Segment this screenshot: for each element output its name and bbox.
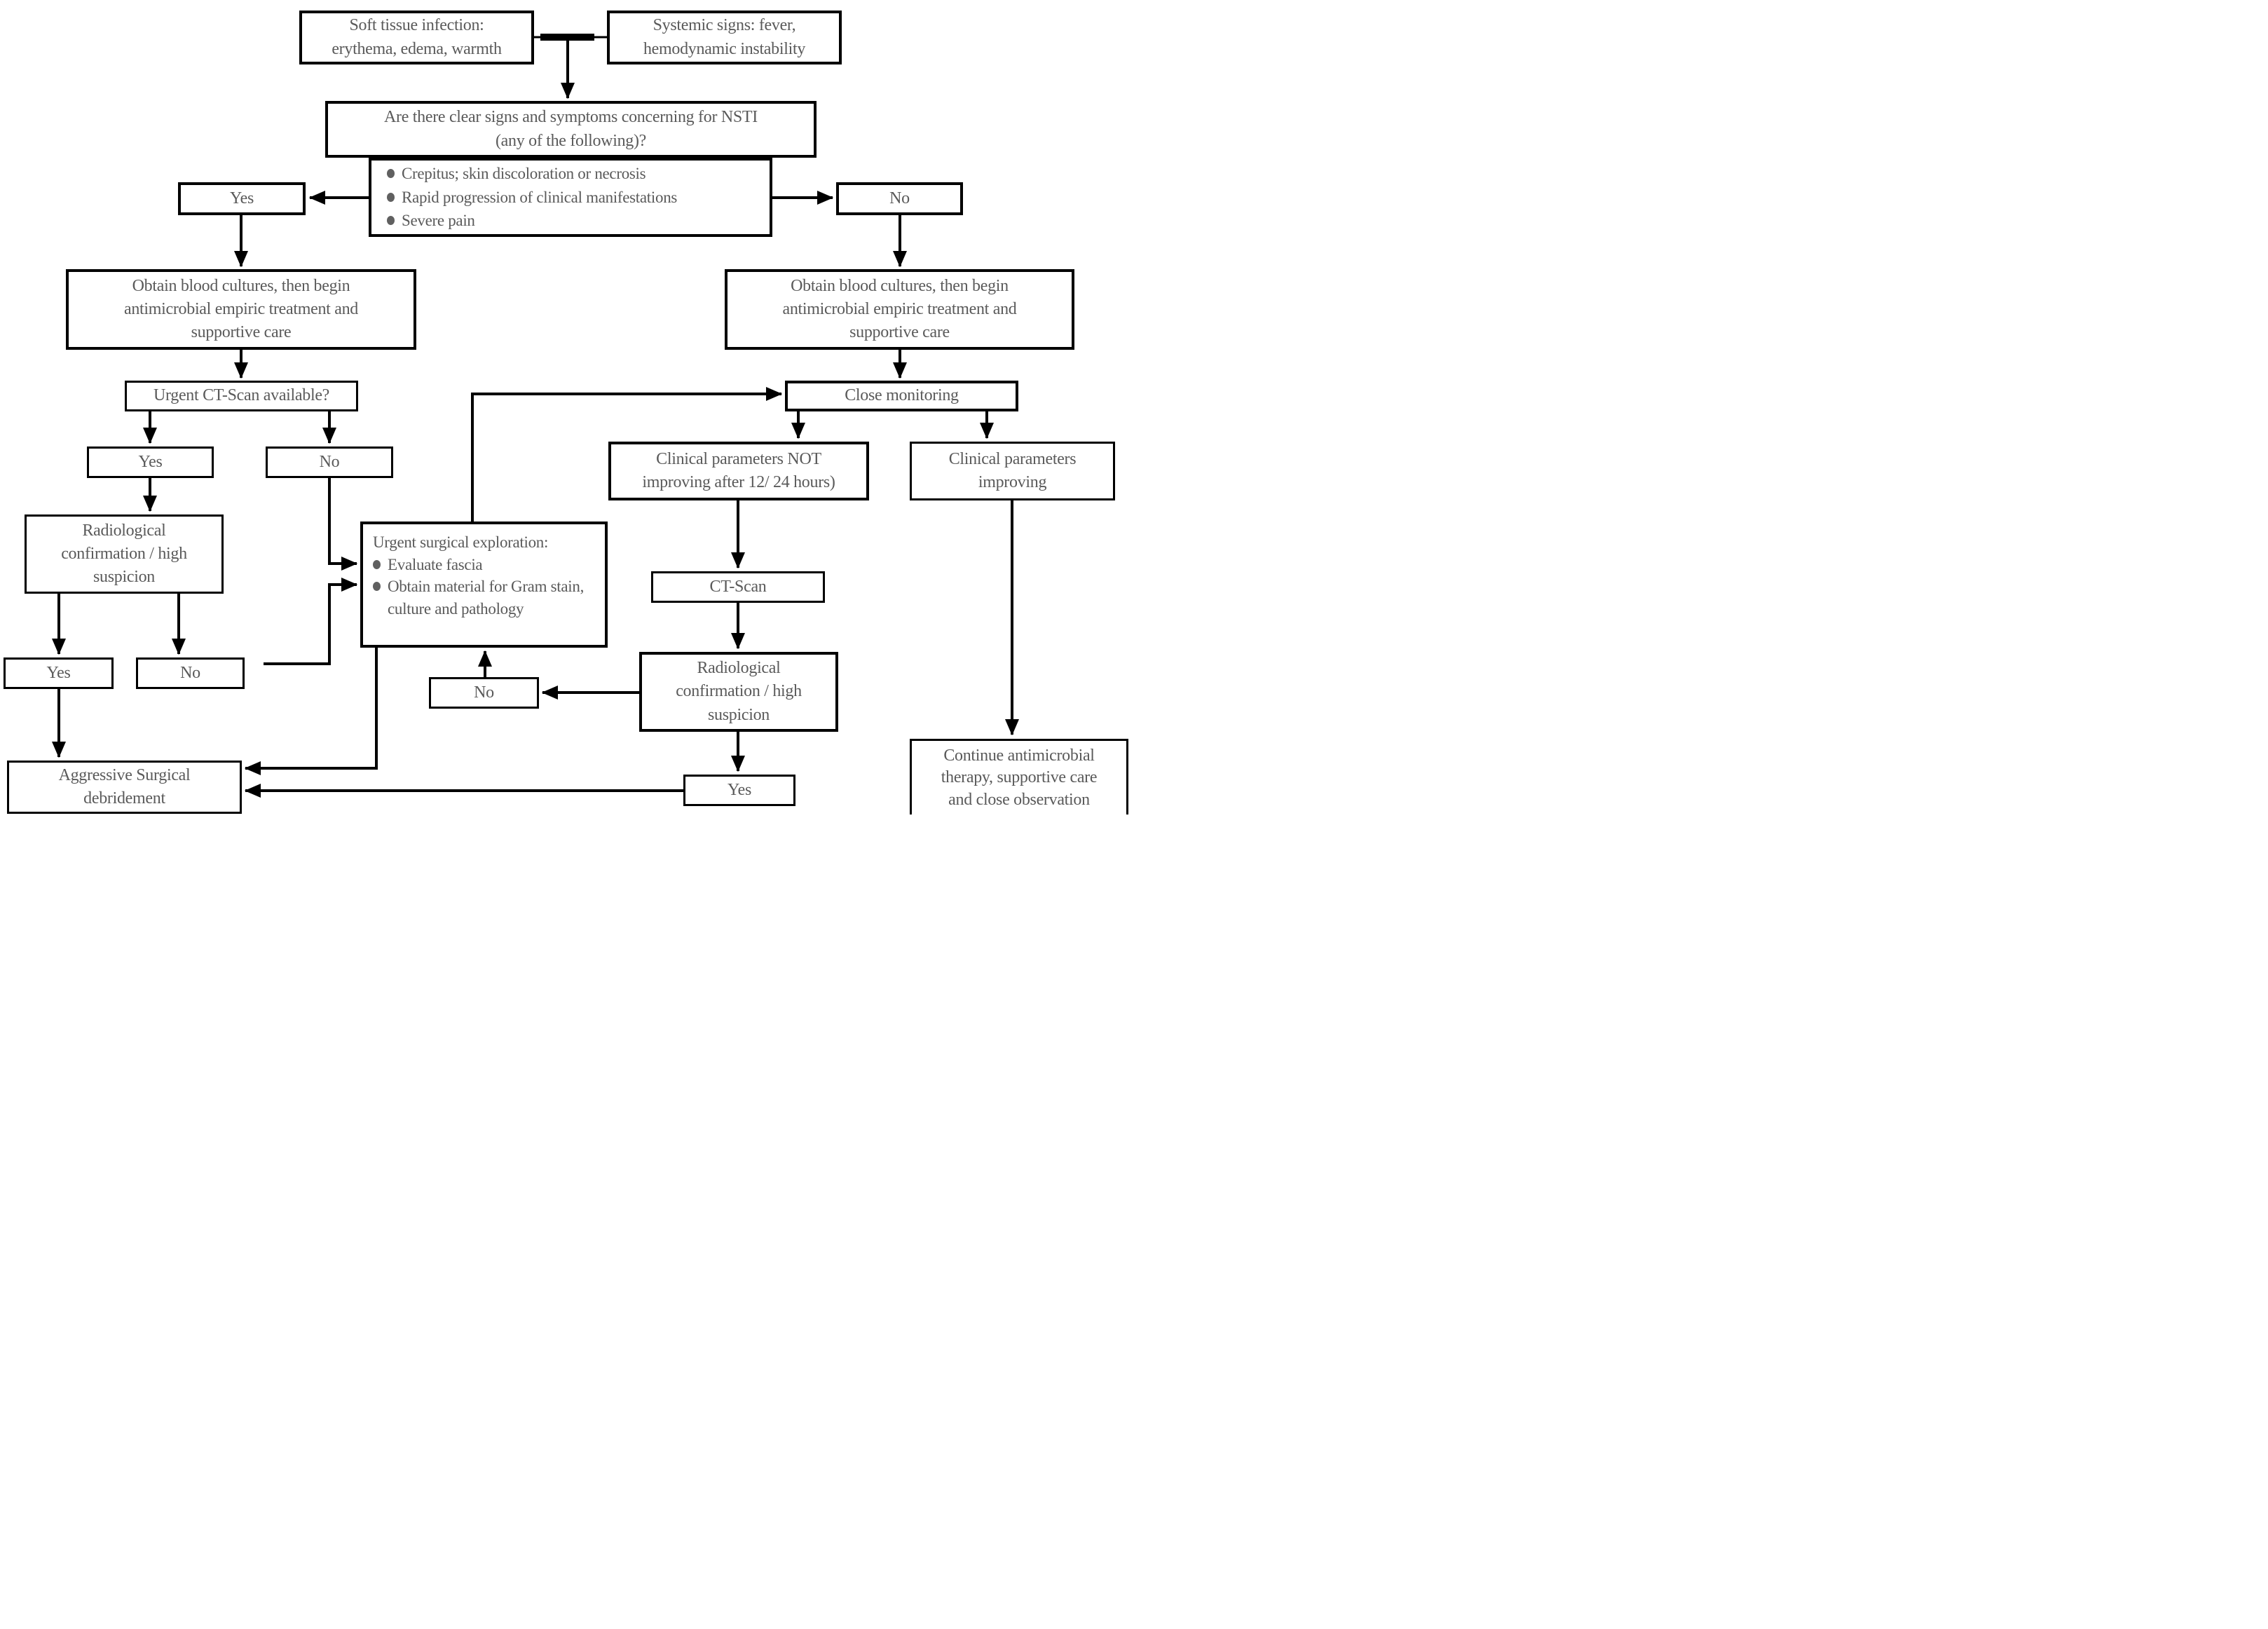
sign-text: Crepitus; skin discoloration or necrosis: [402, 164, 646, 182]
obtain-cultures-text: supportive care: [191, 323, 292, 342]
bullet-icon: [373, 582, 381, 592]
obtain-cultures-text: Obtain blood cultures, then begin: [791, 276, 1009, 295]
continue-therapy-text: Continue antimicrobial: [943, 747, 1095, 765]
sign-item: Rapid progression of clinical manifestat…: [387, 186, 677, 209]
systemic-signs-text: hemodynamic instability: [643, 39, 806, 58]
flow-connectors: [52, 34, 1019, 798]
obtain-cultures-text: antimicrobial empiric treatment and: [123, 299, 359, 318]
bullet-icon: [387, 168, 395, 178]
systemic-signs-text: Systemic signs: fever,: [653, 16, 796, 35]
obtain-cultures-text: antimicrobial empiric treatment and: [782, 299, 1017, 318]
systemic-signs-box: Systemic signs: fever, hemodynamic insta…: [607, 11, 842, 64]
ct-no-box: No: [266, 447, 393, 478]
nsti-signs-box: Crepitus; skin discoloration or necrosis…: [369, 158, 772, 237]
nsti-question-box: Are there clear signs and symptoms conce…: [325, 101, 817, 158]
sign-text: Severe pain: [402, 212, 475, 230]
radiology-no-box: No: [136, 657, 245, 689]
close-monitoring-text: Close monitoring: [845, 386, 959, 405]
yes-label: Yes: [229, 189, 254, 207]
clinical-improving-box: Clinical parameters improving: [910, 442, 1115, 500]
radiological-confirmation-right-box: Radiological confirmation / high suspici…: [639, 652, 838, 732]
no-label: No: [889, 189, 910, 207]
radiological-text: confirmation / high: [676, 682, 802, 701]
yes-label: Yes: [138, 452, 163, 471]
close-monitoring-box: Close monitoring: [785, 381, 1018, 411]
surgical-no-box: No: [429, 677, 539, 709]
clinical-not-improving-box: Clinical parameters NOT improving after …: [608, 442, 869, 500]
no-label: No: [180, 663, 200, 682]
urgent-ct-question-box: Urgent CT-Scan available?: [125, 381, 358, 411]
obtain-cultures-text: Obtain blood cultures, then begin: [132, 276, 350, 295]
urgent-ct-question-text: Urgent CT-Scan available?: [153, 386, 330, 405]
radiology-yes-box: Yes: [4, 657, 114, 689]
clinical-improving-text: improving: [978, 473, 1047, 491]
bullet-icon: [387, 192, 395, 202]
obtain-cultures-right-box: Obtain blood cultures, then begin antimi…: [725, 269, 1074, 350]
aggressive-debridement-text: Aggressive Surgical: [58, 765, 191, 784]
yes-label: Yes: [727, 780, 752, 799]
soft-tissue-text: Soft tissue infection:: [349, 16, 484, 35]
arrow-radiology-no-to-surgical: [264, 578, 358, 665]
radiological-text: Radiological: [82, 521, 166, 540]
continue-therapy-text: therapy, supportive care: [941, 768, 1098, 787]
yes-label: Yes: [46, 663, 71, 682]
surgical-item: Evaluate fascia: [373, 554, 483, 576]
clinical-not-improving-text: improving after 12/ 24 hours): [642, 473, 835, 491]
no-label: No: [319, 452, 340, 471]
aggressive-debridement-text: debridement: [83, 789, 165, 807]
surgical-item: Obtain material for Gram stain, culture …: [373, 575, 598, 620]
radiological-confirmation-left-box: Radiological confirmation / high suspici…: [25, 514, 224, 594]
no-label: No: [474, 683, 494, 702]
radiology-right-yes-box: Yes: [683, 775, 795, 806]
sign-item: Severe pain: [387, 210, 475, 232]
soft-tissue-text: erythema, edema, warmth: [332, 39, 502, 58]
continue-therapy-box: Continue antimicrobial therapy, supporti…: [910, 739, 1128, 814]
radiological-text: Radiological: [697, 659, 781, 678]
arrow-ct-no-to-surgical: [328, 478, 358, 571]
no-nsti-box: No: [836, 182, 963, 215]
bullet-icon: [373, 559, 381, 569]
ct-yes-box: Yes: [87, 447, 214, 478]
radiological-text: confirmation / high: [61, 544, 187, 563]
nsti-question-text: (any of the following)?: [495, 131, 647, 150]
radiological-text: suspicion: [93, 568, 155, 587]
nsti-question-text: Are there clear signs and symptoms conce…: [384, 108, 758, 127]
radiological-text: suspicion: [708, 705, 770, 724]
arrow-surgical-to-debridement: [244, 648, 378, 775]
aggressive-debridement-box: Aggressive Surgical debridement: [7, 761, 242, 814]
nsti-flowchart: Soft tissue infection: erythema, edema, …: [0, 0, 1134, 814]
clinical-not-improving-text: Clinical parameters NOT: [656, 449, 821, 468]
urgent-surgical-exploration-box: Urgent surgical exploration: Evaluate fa…: [360, 522, 608, 648]
sign-item: Crepitus; skin discoloration or necrosis: [387, 163, 646, 185]
clinical-improving-text: Clinical parameters: [948, 449, 1077, 468]
sign-text: Rapid progression of clinical manifestat…: [402, 188, 678, 206]
arrow-surgical-to-monitoring: [471, 387, 783, 522]
ct-scan-box: CT-Scan: [651, 571, 825, 603]
surgical-item-text: Evaluate fascia: [388, 555, 483, 573]
surgical-item-text: Obtain material for Gram stain, culture …: [388, 578, 585, 618]
obtain-cultures-text: supportive care: [849, 323, 950, 342]
obtain-cultures-left-box: Obtain blood cultures, then begin antimi…: [66, 269, 416, 350]
ct-scan-text: CT-Scan: [709, 577, 767, 596]
soft-tissue-box: Soft tissue infection: erythema, edema, …: [299, 11, 534, 64]
yes-nsti-box: Yes: [178, 182, 306, 215]
urgent-surgical-title: Urgent surgical exploration:: [373, 533, 549, 551]
bullet-icon: [387, 216, 395, 226]
continue-therapy-text: and close observation: [948, 790, 1090, 809]
